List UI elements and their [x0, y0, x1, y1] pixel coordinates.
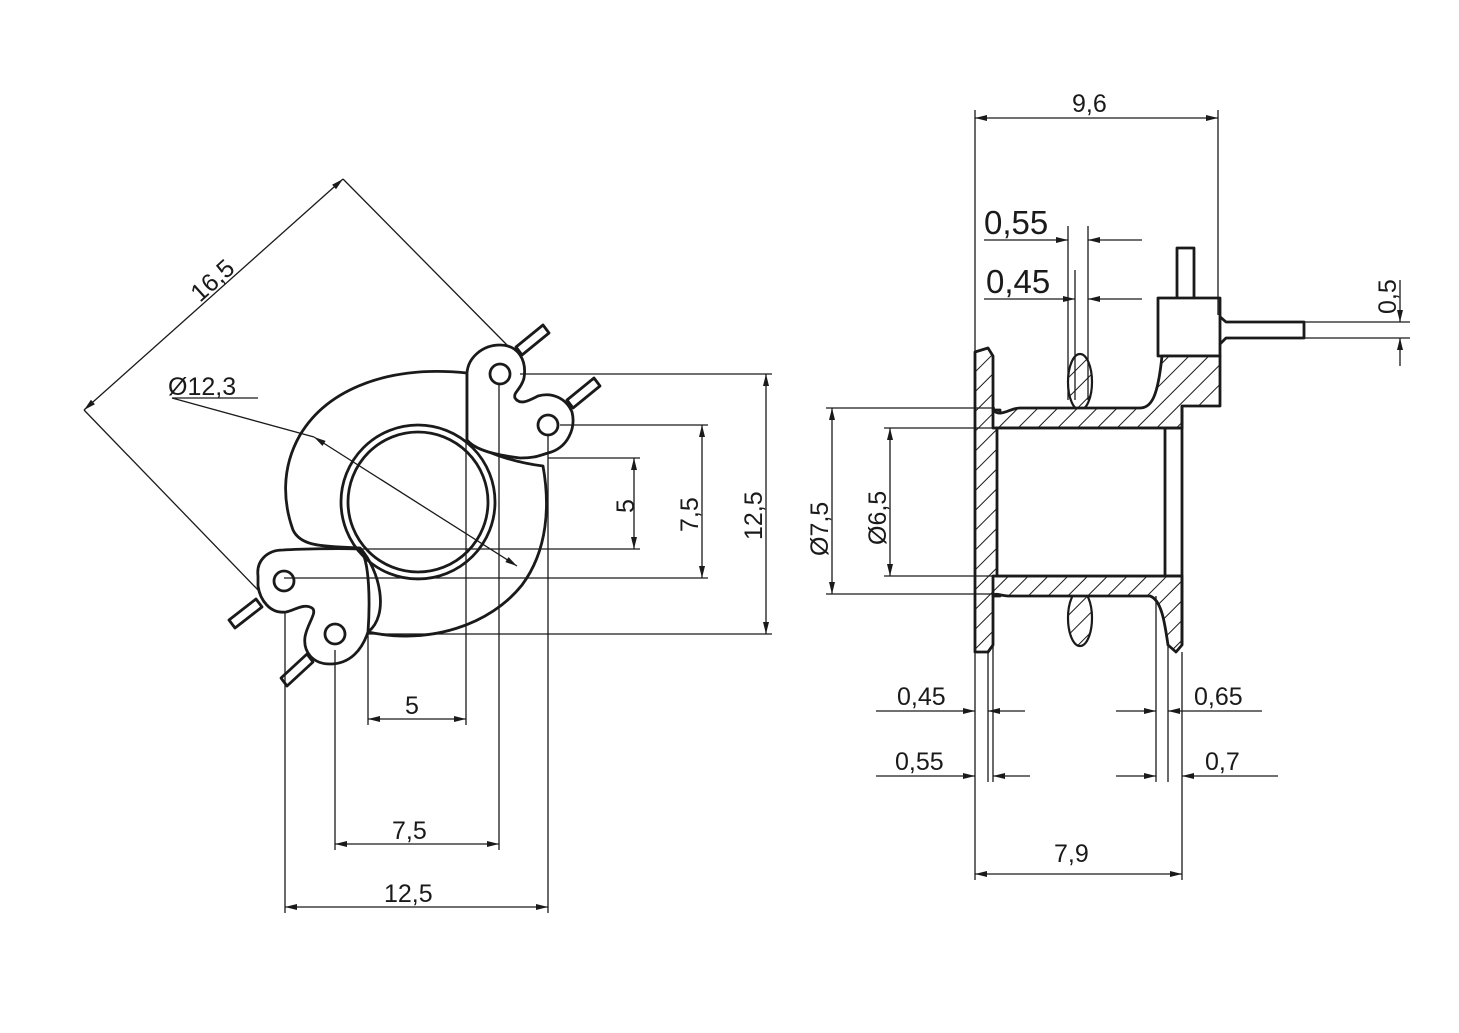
- dim-body-length-label: 7,9: [1054, 840, 1089, 868]
- dim-total-length: 9,6: [974, 90, 1219, 352]
- pin-stub-bottom-right: [279, 652, 315, 688]
- dim-total-length-label: 9,6: [1072, 90, 1107, 118]
- top-wall: [991, 354, 1222, 430]
- inner-bore: [995, 426, 1167, 578]
- dim-left-flange-b-label: 0,55: [895, 748, 944, 776]
- pin-hole-top-right: [536, 413, 560, 437]
- pin-stub-bottom-left: [227, 597, 264, 630]
- dim-vertical-7-5-label: 7,5: [676, 497, 704, 532]
- dim-fin-width-inner-label: 0,45: [986, 263, 1050, 300]
- bobbin-section: [973, 346, 1222, 654]
- dim-left-flange-b: 0,55: [876, 748, 1030, 779]
- dim-outer-diameter: Ø7,5: [806, 407, 995, 595]
- dim-left-flange-a-label: 0,45: [897, 683, 946, 711]
- dim-vertical-12-5-label: 12,5: [740, 491, 768, 540]
- dim-vertical-7-5: 7,5: [676, 425, 705, 578]
- pin-hole-top-left: [488, 362, 512, 386]
- dim-diameter-label: Ø12,3: [168, 373, 236, 401]
- pin-stub-top-left: [514, 323, 551, 357]
- front-extension-lines: [284, 373, 772, 635]
- front-view: 16,5 Ø12,3 5 7,5 12,5: [83, 178, 772, 913]
- pin-post: [1175, 246, 1196, 302]
- pin-hole-bottom-left: [272, 569, 296, 593]
- side-view: 9,6 0,55 0,45 0,5 Ø7: [806, 90, 1410, 880]
- dim-right-flange-a: 0,65: [1116, 683, 1262, 714]
- dim-fin-width-inner: 0,45: [984, 263, 1142, 400]
- dim-right-flange-b-label: 0,7: [1205, 748, 1240, 776]
- dim-pin-diameter-label: 0,5: [1374, 279, 1402, 314]
- fin-bottom: [1066, 588, 1094, 648]
- dim-inner-diameter-label: Ø6,5: [864, 491, 892, 545]
- pin-hole-bottom-right: [323, 622, 347, 646]
- dim-vertical-12-5: 12,5: [740, 374, 769, 634]
- pin-stub-top-right: [565, 376, 602, 410]
- dim-inner-diameter: Ø6,5: [864, 427, 997, 577]
- lug-bottom-left: [256, 547, 371, 666]
- dim-left-flange-a: 0,45: [876, 683, 1025, 714]
- front-extension-lines-vertical: [284, 384, 549, 913]
- dim-horizontal-12-5-label: 12,5: [384, 880, 433, 908]
- dim-vertical-5-label: 5: [612, 499, 640, 513]
- lug-top-right: [465, 343, 575, 460]
- dim-diameter: Ø12,3: [168, 373, 518, 567]
- dim-horizontal-5: 5: [368, 692, 466, 722]
- dim-body-length: 7,9: [975, 840, 1182, 877]
- dim-diagonal-label: 16,5: [185, 254, 240, 307]
- dim-vertical-5: 5: [612, 458, 640, 549]
- pin-block: [1156, 296, 1222, 358]
- dim-outer-diameter-label: Ø7,5: [806, 502, 834, 556]
- dim-horizontal-7-5-label: 7,5: [392, 817, 427, 845]
- dim-horizontal-5-label: 5: [405, 692, 419, 720]
- dim-fin-width-outer-label: 0,55: [984, 204, 1048, 241]
- dim-right-flange-a-label: 0,65: [1194, 683, 1243, 711]
- dim-fin-width-outer: 0,55: [984, 204, 1142, 400]
- bottom-wall: [991, 574, 1184, 654]
- pin-wire: [1216, 313, 1306, 348]
- pin-stubs: [227, 323, 602, 688]
- dim-right-flange-b: 0,7: [1116, 748, 1278, 779]
- dim-horizontal-7-5: 7,5: [335, 817, 499, 847]
- dim-pin-diameter: 0,5: [1304, 279, 1410, 366]
- dim-horizontal-12-5: 12,5: [285, 880, 548, 910]
